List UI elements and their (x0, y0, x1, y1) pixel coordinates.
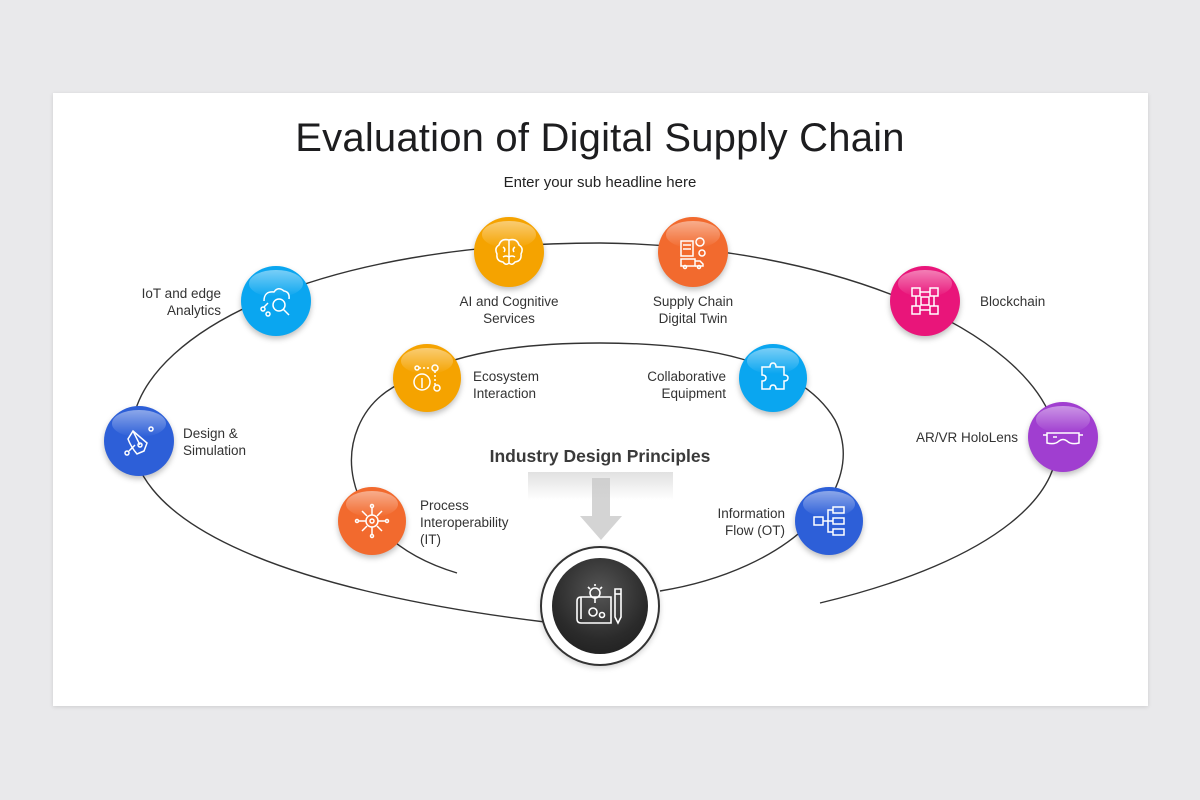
node-design[interactable] (104, 406, 174, 476)
blueprint-idea-icon (576, 584, 622, 625)
node-ecosystem[interactable] (393, 344, 461, 412)
label-collab: Collaborative Equipment (647, 369, 726, 401)
label-ecosystem: Ecosystem Interaction (473, 369, 540, 401)
node-twin[interactable] (658, 217, 728, 287)
brain-icon (495, 238, 523, 266)
node-info[interactable] (795, 487, 863, 555)
node-iot[interactable] (241, 266, 311, 336)
slide-subtitle: Enter your sub headline here (503, 174, 697, 191)
label-info: Information Flow (OT) (717, 506, 785, 538)
gear-network-icon (354, 503, 390, 539)
vr-glasses-icon (1043, 432, 1083, 445)
slide-title: Evaluation of Digital Supply Chain (295, 116, 905, 160)
label-iot: IoT and edge Analytics (141, 286, 221, 318)
ecosystem-icon (413, 364, 441, 392)
network-search-icon (260, 288, 290, 317)
label-blockchain: Blockchain (980, 294, 1046, 309)
center-title: Industry Design Principles (489, 446, 711, 466)
label-ai: AI and Cognitive Services (459, 294, 559, 326)
node-blockchain[interactable] (890, 266, 960, 336)
node-arvr[interactable] (1028, 402, 1098, 472)
label-process: Process Interoperability (IT) (420, 498, 509, 547)
puzzle-icon (761, 362, 789, 390)
label-shadow-fade (528, 472, 673, 500)
label-twin: Supply Chain Digital Twin (652, 294, 734, 326)
flowchart-icon (813, 506, 845, 536)
truck-document-icon (680, 237, 706, 270)
label-arvr: AR/VR HoloLens (915, 430, 1018, 445)
node-ai[interactable] (474, 217, 544, 287)
node-collab[interactable] (739, 344, 807, 412)
node-process[interactable] (338, 487, 406, 555)
blockchain-cubes-icon (911, 287, 939, 315)
label-design: Design & Simulation (183, 426, 247, 458)
pen-tool-icon (124, 426, 154, 456)
hub-node[interactable] (552, 558, 648, 654)
